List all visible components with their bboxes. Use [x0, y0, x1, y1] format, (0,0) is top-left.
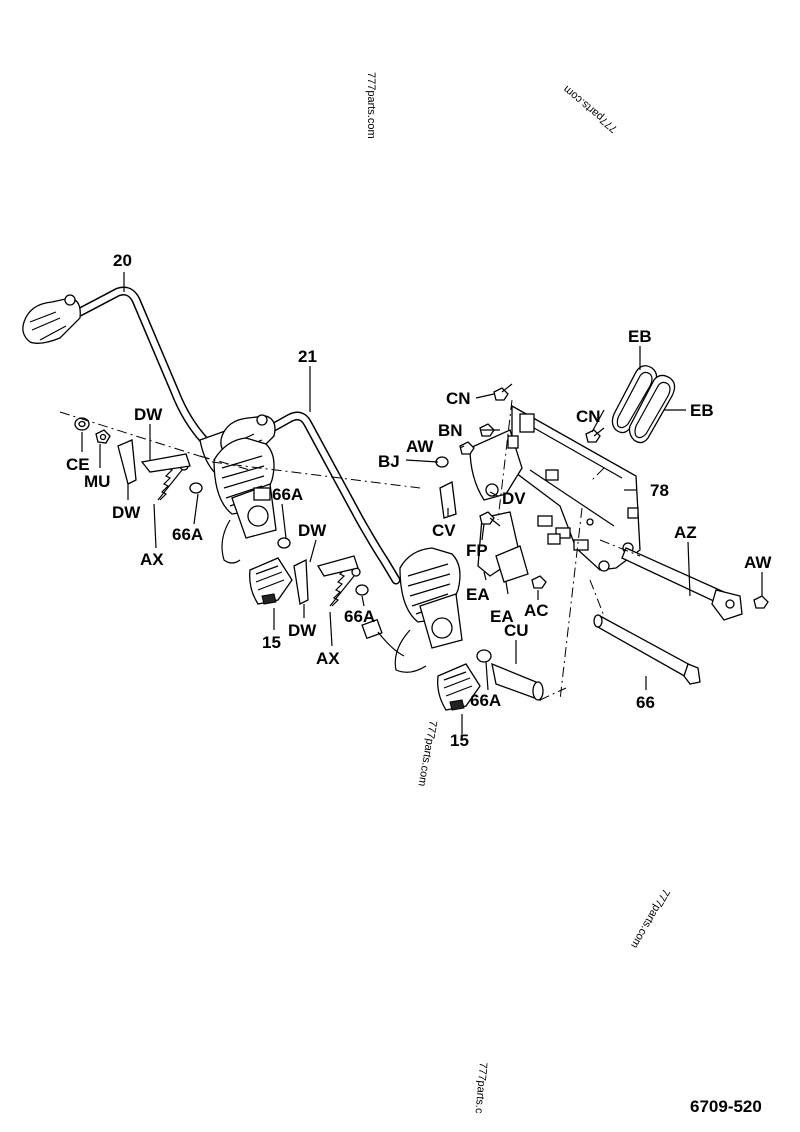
- bracket-cv: [439, 481, 457, 519]
- figure-number: 6709-520: [690, 1097, 762, 1116]
- connector-left: [361, 618, 405, 657]
- bolt-cn-2: [585, 429, 601, 443]
- callout-ax-2: AX: [316, 649, 340, 668]
- bushing-66a-2: [277, 537, 291, 549]
- link-dw-2: [140, 453, 191, 473]
- callout-cn-2: CN: [576, 407, 601, 426]
- bolt-aw-2: [753, 595, 769, 609]
- watermark: 777parts.c: [472, 1062, 488, 1115]
- callout-eb-1: EB: [628, 327, 652, 346]
- callout-labels: 20 21 EB EB CN CN BN AW BJ DV 78 CV FP E…: [66, 251, 772, 750]
- belt-eb: [611, 365, 676, 444]
- callout-aw-2: AW: [744, 553, 772, 572]
- callout-az: AZ: [674, 523, 697, 542]
- plate-hardware-row: [537, 515, 589, 551]
- callout-fp: FP: [466, 541, 488, 560]
- link-dw-1: [117, 439, 137, 485]
- callout-ac: AC: [524, 601, 549, 620]
- switch-15-left: [249, 557, 293, 605]
- control-boot-left: [213, 437, 277, 564]
- callout-15-left: 15: [262, 633, 281, 652]
- callout-66a-3: 66A: [344, 607, 375, 626]
- bolt-fp: [479, 511, 495, 525]
- callout-66: 66: [636, 693, 655, 712]
- bolt-aw: [459, 441, 475, 455]
- washer-ce-hole: [78, 420, 86, 428]
- callout-15-right: 15: [450, 731, 469, 750]
- callout-66a-1: 66A: [172, 525, 203, 544]
- bolt-cn-1: [493, 387, 509, 401]
- callout-66a-4: 66A: [470, 691, 501, 710]
- link-dw-3: [293, 558, 309, 605]
- callout-aw-1: AW: [406, 437, 434, 456]
- callout-78: 78: [650, 481, 669, 500]
- control-boot-right: [394, 547, 463, 673]
- bushing-66a-4: [476, 649, 492, 663]
- switch-15-right: [437, 663, 481, 711]
- bushing-66a-1: [189, 482, 203, 494]
- callout-21: 21: [298, 347, 317, 366]
- watermark: 777parts.com: [415, 719, 438, 787]
- bushing-66a-3: [355, 584, 369, 596]
- callout-bj: BJ: [378, 452, 400, 471]
- shaft-az: [621, 547, 743, 621]
- callout-dw-2: DW: [112, 503, 141, 522]
- callout-dw-4: DW: [288, 621, 317, 640]
- shaft-66: [593, 614, 701, 685]
- callout-cn-1: CN: [446, 389, 471, 408]
- link-dw-4: [317, 555, 359, 577]
- callout-ea-2: EA: [490, 607, 514, 626]
- callout-dw-3: DW: [298, 521, 327, 540]
- watermark: 777parts.com: [365, 72, 377, 139]
- callout-ce: CE: [66, 455, 90, 474]
- callout-dw-1: DW: [134, 405, 163, 424]
- watermark: 777parts.com: [561, 83, 620, 135]
- callout-cv: CV: [432, 521, 456, 540]
- bracket-dv: [469, 429, 523, 501]
- bracket-ea: [477, 511, 529, 583]
- watermark: 777parts.com: [628, 887, 672, 951]
- callout-cu: CU: [504, 621, 529, 640]
- callout-66a-2: 66A: [272, 485, 303, 504]
- assembly-lines: [59, 399, 641, 701]
- callout-ea-1: EA: [466, 585, 490, 604]
- leader-lines: [81, 272, 763, 734]
- callout-eb-2: EB: [690, 401, 714, 420]
- callout-20: 20: [113, 251, 132, 270]
- callout-ax-1: AX: [140, 550, 164, 569]
- mounting-plate-78: [511, 404, 641, 572]
- callout-dv: DV: [502, 489, 526, 508]
- callout-bn: BN: [438, 421, 463, 440]
- callout-mu: MU: [84, 472, 110, 491]
- nut-ac: [531, 575, 547, 589]
